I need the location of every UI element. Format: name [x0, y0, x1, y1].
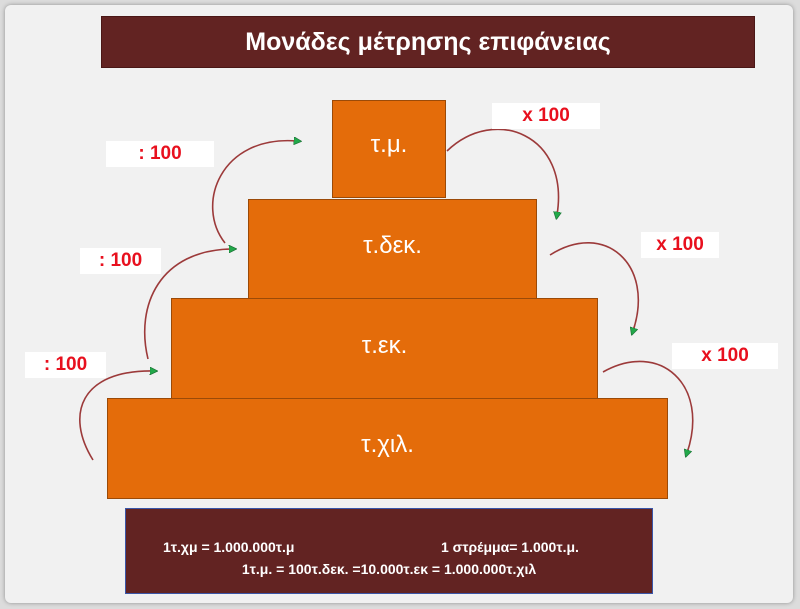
- arrows-layer: [79, 128, 694, 461]
- curved-arrow-down-icon: [602, 360, 694, 453]
- divide-label-1: : 100: [106, 141, 214, 167]
- step-square-millimeter: τ.χιλ.: [107, 398, 668, 499]
- slide: Μονάδες μέτρησης επιφάνειας τ.μ. τ.δεκ. …: [5, 5, 793, 603]
- step-square-centimeter: τ.εκ.: [171, 298, 598, 402]
- multiply-label-1: x 100: [492, 103, 600, 129]
- divide-label-3: : 100: [25, 352, 106, 378]
- step-label-square-meter: τ.μ.: [370, 131, 408, 158]
- curved-arrow-up-icon: [79, 371, 153, 461]
- page-title: Μονάδες μέτρησης επιφάνειας: [245, 27, 611, 56]
- step-label-square-decimeter: τ.δεκ.: [363, 231, 422, 259]
- multiply-label-3: x 100: [672, 343, 778, 369]
- multiply-label-2: x 100: [641, 232, 719, 258]
- step-square-decimeter: τ.δεκ.: [248, 199, 537, 300]
- curved-arrow-down-icon: [549, 242, 639, 331]
- curved-arrow-up-icon: [143, 249, 232, 360]
- divide-label-2: : 100: [80, 248, 161, 274]
- curved-arrow-down-icon: [446, 128, 558, 215]
- formula-stremma: 1 στρέμμα= 1.000τ.μ.: [441, 539, 579, 555]
- title-banner: Μονάδες μέτρησης επιφάνειας: [101, 16, 755, 68]
- step-label-square-millimeter: τ.χιλ.: [361, 430, 414, 458]
- formula-box: 1τ.χμ = 1.000.000τ.μ 1 στρέμμα= 1.000τ.μ…: [125, 508, 653, 594]
- formula-square-meter-chain: 1τ.μ. = 100τ.δεκ. =10.000τ.εκ = 1.000.00…: [241, 561, 537, 577]
- formula-square-kilometer: 1τ.χμ = 1.000.000τ.μ: [163, 539, 295, 555]
- step-square-meter: τ.μ.: [332, 100, 446, 198]
- step-label-square-centimeter: τ.εκ.: [361, 332, 408, 359]
- curved-arrow-up-icon: [211, 141, 297, 244]
